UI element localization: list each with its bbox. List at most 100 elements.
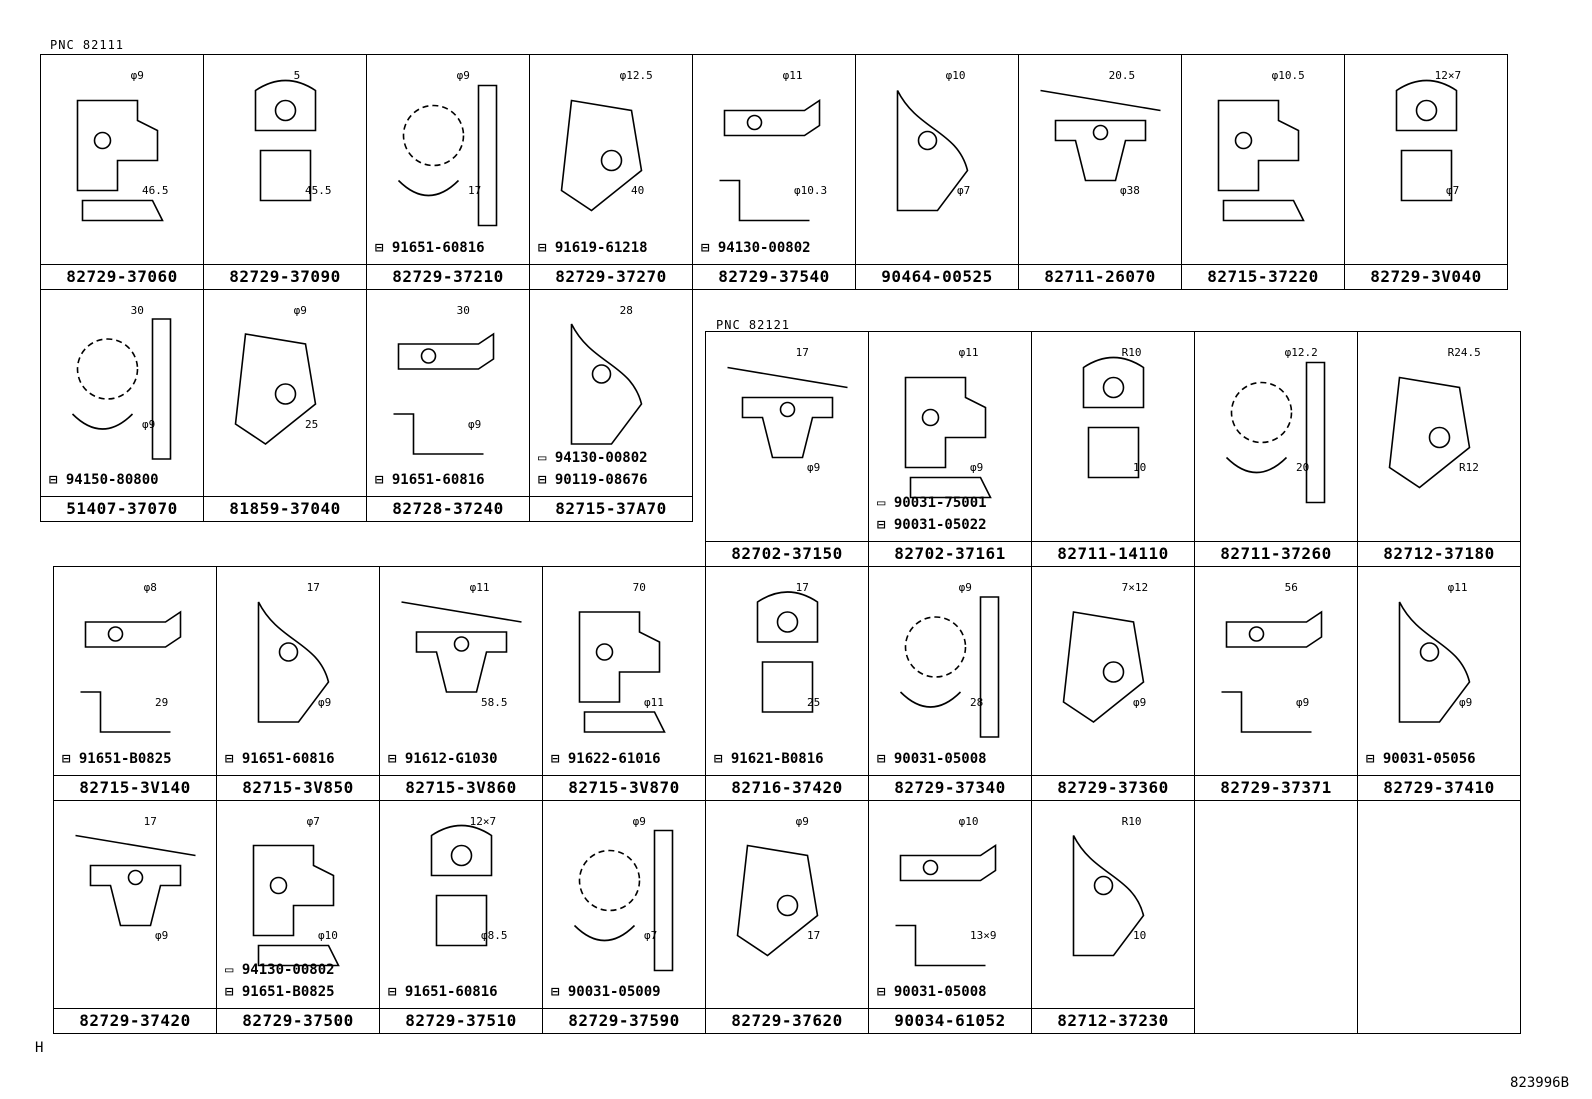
part-number[interactable]: 81859-37040 (204, 496, 366, 521)
part-number[interactable]: 82702-37150 (706, 541, 868, 566)
part-number[interactable]: 82729-37620 (706, 1008, 868, 1033)
part-number[interactable]: 82716-37420 (706, 775, 868, 800)
dimension-label: φ11 (782, 69, 803, 82)
part-number[interactable]: 51407-37070 (41, 496, 203, 521)
sub-part-number[interactable]: ▭ 94130-00802 (538, 450, 648, 466)
sub-part-number[interactable]: ⊟ 90031-05008 (877, 751, 987, 767)
dimension-label: 12×7 (1434, 69, 1462, 82)
part-illustration (1062, 611, 1145, 723)
part-number[interactable]: 82712-37230 (1032, 1008, 1194, 1033)
part-number[interactable]: 82729-37340 (869, 775, 1031, 800)
sub-part-label: 90031-05022 (893, 517, 987, 533)
sub-part-label: 94130-00802 (554, 450, 648, 466)
part-number[interactable]: 82729-37210 (367, 264, 529, 289)
part-number[interactable]: 82729-37420 (54, 1008, 216, 1033)
sub-part-number[interactable]: ⊟ 90031-05009 (551, 984, 661, 1000)
sub-part-number[interactable]: ⊟ 91651-60816 (375, 472, 485, 488)
part-number[interactable]: 90464-00525 (856, 264, 1018, 289)
sub-part-number[interactable]: ▭ 90031-75001 (877, 495, 987, 511)
part-number[interactable]: 82715-3V870 (543, 775, 705, 800)
part-number[interactable]: 82715-37A70 (530, 496, 692, 521)
sub-part-number[interactable]: ⊟ 91622-61016 (551, 751, 661, 767)
dimension-label: φ11 (958, 346, 979, 359)
part-number[interactable]: 82715-3V860 (380, 775, 542, 800)
sub-part-number[interactable]: ⊟ 94150-80800 (49, 472, 159, 488)
part-number[interactable]: 82729-37371 (1195, 775, 1357, 800)
sub-part-number[interactable]: ⊟ 91651-60816 (225, 751, 335, 767)
part-number[interactable]: 82711-26070 (1019, 264, 1181, 289)
dimension-label: 28 (970, 695, 984, 709)
part-cell (1194, 800, 1358, 1034)
sub-part-number[interactable]: ▭ 94130-00802 (225, 962, 335, 978)
part-illustration (257, 601, 330, 723)
part-number[interactable]: 82729-37060 (41, 264, 203, 289)
part-number[interactable]: 82715-3V140 (54, 775, 216, 800)
part-number[interactable]: 82711-14110 (1032, 541, 1194, 566)
part-number[interactable]: 82729-37500 (217, 1008, 379, 1033)
part-number[interactable]: 82729-37270 (530, 264, 692, 289)
part-number[interactable]: 82729-37510 (380, 1008, 542, 1033)
clip-icon: ⊟ (877, 984, 894, 1000)
sub-part-number[interactable]: ⊟ 91619-61218 (538, 240, 648, 256)
sub-part-number[interactable]: ⊟ 91651-60816 (388, 984, 498, 1000)
part-number[interactable]: 82728-37240 (367, 496, 529, 521)
sub-part-number[interactable]: ⊟ 91651-B0825 (62, 751, 172, 767)
sub-part-number[interactable]: ⊟ 90031-05008 (877, 984, 987, 1000)
dimension-label: φ11 (1447, 581, 1468, 594)
part-number[interactable]: 82715-3V850 (217, 775, 379, 800)
part-number[interactable]: 82729-3V040 (1345, 264, 1507, 289)
sub-part-label: 91651-60816 (391, 472, 485, 488)
part-illustration (1398, 601, 1471, 723)
sub-part-label: 94130-00802 (717, 240, 811, 256)
sub-part-number[interactable]: ⊟ 94130-00802 (701, 240, 811, 256)
sub-part-number[interactable]: ⊟ 90031-05056 (1366, 751, 1476, 767)
sub-part-number[interactable]: ⊟ 91621-B0816 (714, 751, 824, 767)
part-illustration (76, 99, 164, 222)
sub-part-number[interactable]: ⊟ 91651-60816 (375, 240, 485, 256)
sub-part-number[interactable]: ⊟ 91612-G1030 (388, 751, 498, 767)
sub-part-number[interactable]: ⊟ 90119-08676 (538, 472, 648, 488)
part-illustration (430, 824, 493, 947)
dimension-label: 20.5 (1108, 69, 1136, 82)
sub-part-number[interactable]: ⊟ 91651-B0825 (225, 984, 335, 1000)
bolt-icon: ⊟ (877, 517, 894, 533)
part-number[interactable]: 82702-37161 (869, 541, 1031, 566)
part-number[interactable]: 82715-37220 (1182, 264, 1344, 289)
sub-part-label: 91651-60816 (241, 751, 335, 767)
dimension-label: φ7 (957, 184, 971, 198)
clip-icon: ⊟ (62, 751, 79, 767)
dimension-label: φ9 (970, 461, 984, 475)
dimension-label: 5 (293, 69, 301, 82)
sub-part-number[interactable]: ⊟ 90031-05022 (877, 517, 987, 533)
part-cell: φ11 φ9 ▭ 90031-75001 ⊟ 90031-05022 82702-371… (868, 331, 1032, 567)
clip-icon: ⊟ (877, 751, 894, 767)
part-number[interactable]: 82712-37180 (1358, 541, 1520, 566)
part-number[interactable]: 82729-37360 (1032, 775, 1194, 800)
dimension-label: φ9 (1296, 695, 1310, 709)
part-number[interactable]: 82729-37540 (693, 264, 855, 289)
dimension-label: 46.5 (142, 184, 169, 198)
part-illustration (75, 834, 196, 927)
sub-part-label: 90031-05008 (893, 984, 987, 1000)
part-number[interactable]: 82729-37410 (1358, 775, 1520, 800)
part-number[interactable]: 90034-61052 (869, 1008, 1031, 1033)
part-number[interactable]: 82711-37260 (1195, 541, 1357, 566)
part-illustration (719, 99, 821, 222)
part-illustration (80, 610, 182, 733)
part-number[interactable]: 82729-37090 (204, 264, 366, 289)
part-illustration (401, 601, 522, 693)
sub-part-label: 90119-08676 (554, 472, 648, 488)
clip-icon: ⊟ (714, 751, 731, 767)
pnc-label-82111: PNC 82111 (50, 38, 125, 52)
part-number[interactable]: 82729-37590 (543, 1008, 705, 1033)
dimension-label: φ9 (318, 695, 332, 709)
